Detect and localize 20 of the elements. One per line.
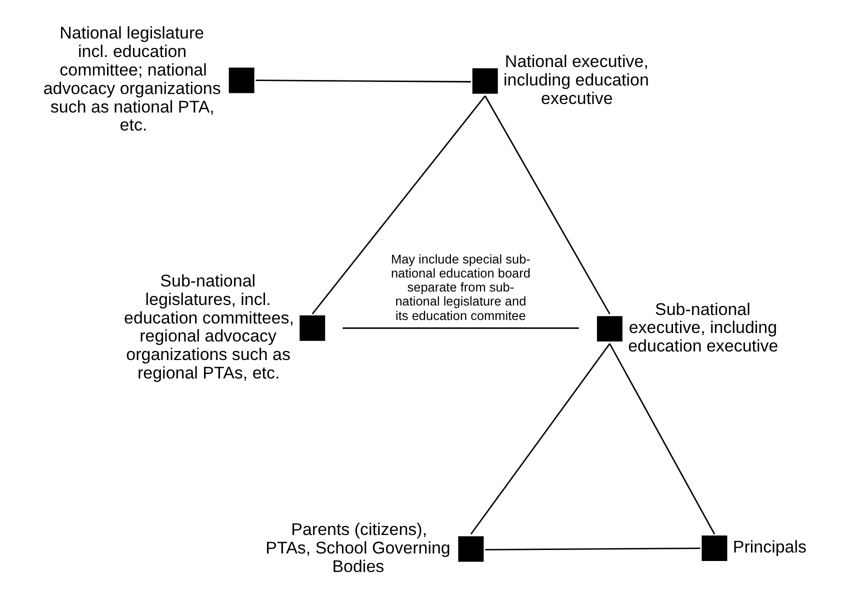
node-box xyxy=(472,68,498,94)
node-box xyxy=(458,536,484,562)
node-label: Sub-national executive, including education executive xyxy=(628,300,778,356)
node-box xyxy=(596,316,622,342)
connector xyxy=(484,548,700,550)
node-label: National legislature incl. education committee; national advocacy organizations such as national PTA, etc. xyxy=(42,24,220,135)
node-box xyxy=(299,315,325,341)
node-label: Sub-national legislatures, incl. education committees, regional advocacy organizations such as regional PTAs, etc. xyxy=(124,271,294,383)
connector xyxy=(255,80,470,82)
connector xyxy=(608,343,715,534)
connector xyxy=(311,95,486,314)
connector xyxy=(342,327,578,329)
node-label: National executive, including education executive xyxy=(503,52,648,108)
edge-label: May include special sub-national education board separate from sub-national legislature and its education commitee xyxy=(390,251,530,323)
connector xyxy=(470,343,610,535)
node-box xyxy=(701,536,727,562)
node-label: Parents (citizens), PTAs, School Governing Bodies xyxy=(265,520,450,576)
node-label: Principals xyxy=(732,538,806,557)
node-box xyxy=(228,68,254,94)
connector xyxy=(484,96,610,314)
